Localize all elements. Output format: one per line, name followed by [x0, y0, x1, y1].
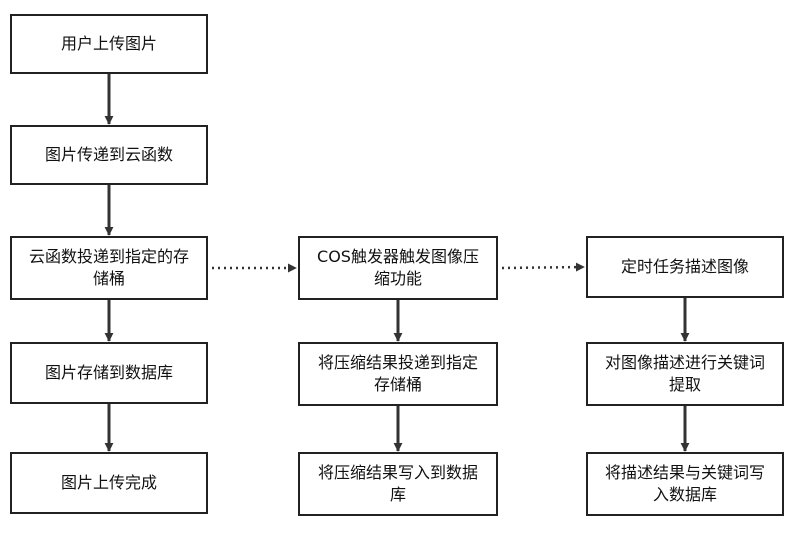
node-function-to-bucket: 云函数投递到指定的存储桶: [10, 236, 208, 300]
node-label: 云函数投递到指定的存储桶: [28, 247, 189, 288]
node-compress-to-bucket: 将压缩结果投递到指定存储桶: [298, 342, 498, 406]
node-store-to-db: 图片存储到数据库: [10, 342, 208, 404]
node-send-to-function: 图片传递到云函数: [10, 125, 208, 185]
node-label: 图片传递到云函数: [44, 145, 173, 164]
node-compress-to-db: 将压缩结果写入到数据库: [298, 452, 498, 516]
node-label: 图片存储到数据库: [44, 363, 173, 382]
node-label: COS触发器触发图像压缩功能: [317, 247, 479, 288]
connector-m1-to-r1: [501, 262, 585, 272]
node-label: 将压缩结果投递到指定存储桶: [317, 353, 478, 394]
node-label: 用户上传图片: [60, 34, 157, 53]
node-label: 定时任务描述图像: [620, 257, 749, 276]
node-keyword-extract: 对图像描述进行关键词提取: [586, 342, 784, 406]
node-cos-trigger-compress: COS触发器触发图像压缩功能: [298, 236, 498, 300]
node-label: 对图像描述进行关键词提取: [604, 353, 765, 394]
node-upload-complete: 图片上传完成: [10, 452, 208, 514]
node-label: 将压缩结果写入到数据库: [317, 463, 478, 504]
node-label: 图片上传完成: [60, 473, 157, 492]
edges-layer: [104, 74, 690, 452]
node-scheduled-describe: 定时任务描述图像: [586, 236, 784, 298]
node-label: 将描述结果与关键词写入数据库: [604, 463, 765, 504]
node-user-upload: 用户上传图片: [10, 14, 208, 74]
node-write-desc-keywords: 将描述结果与关键词写入数据库: [586, 452, 784, 516]
